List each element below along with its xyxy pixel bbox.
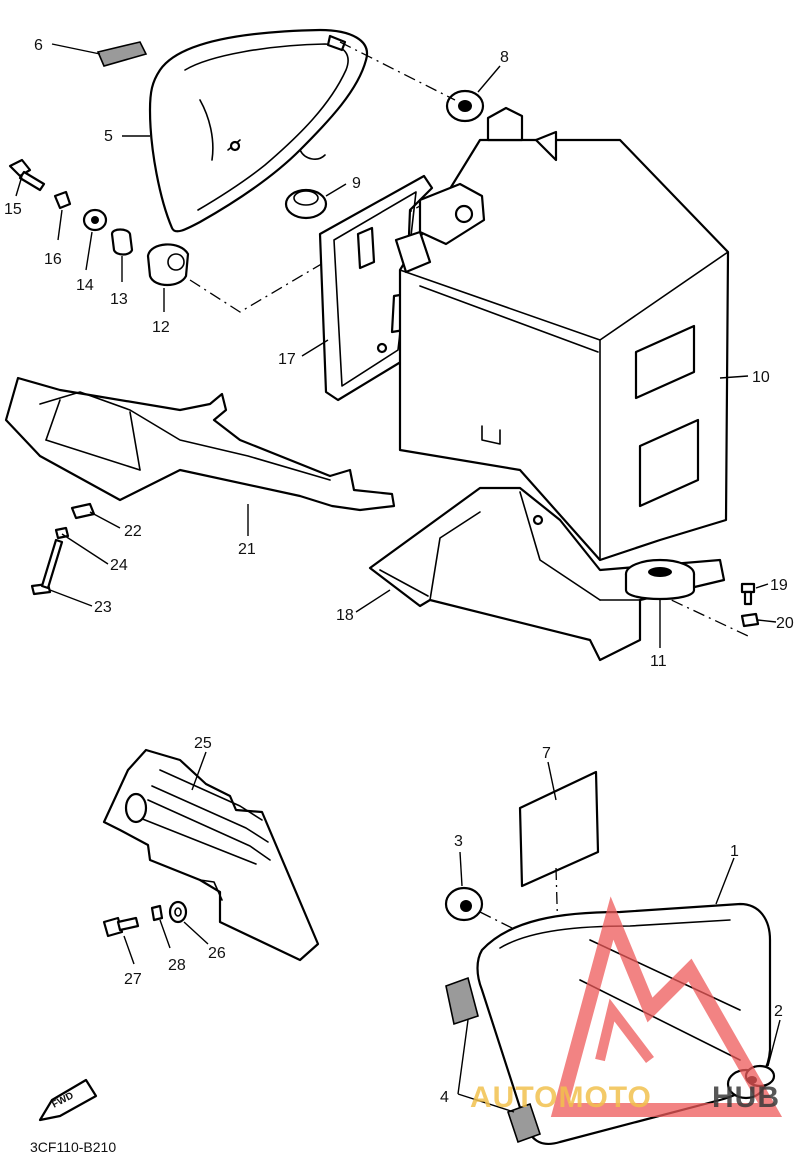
callout-19: 19 <box>770 577 788 594</box>
callout-10: 10 <box>752 369 770 386</box>
callout-17: 17 <box>278 351 296 368</box>
grommet-12 <box>146 243 190 287</box>
fwd-arrow: FWD <box>38 1078 98 1122</box>
callout-6: 6 <box>34 37 43 54</box>
callout-27: 27 <box>124 971 142 988</box>
callout-22: 22 <box>124 523 142 540</box>
lower-cover-25 <box>102 748 320 962</box>
callout-7: 7 <box>542 745 551 762</box>
callout-20: 20 <box>776 615 794 632</box>
label-7 <box>518 770 600 888</box>
bolt-23 <box>30 538 64 596</box>
callout-21: 21 <box>238 541 256 558</box>
clip-6 <box>96 41 148 67</box>
screw-27 <box>102 916 140 938</box>
grommet-9 <box>284 188 328 220</box>
side-cover-upper <box>148 28 369 233</box>
pad-4a <box>445 976 479 1026</box>
callout-1: 1 <box>730 843 739 860</box>
callout-labels: 6 5 8 9 10 15 16 14 13 12 17 22 24 23 21… <box>4 37 794 1106</box>
callout-25: 25 <box>194 735 212 752</box>
grommet-3 <box>444 886 484 922</box>
callout-26: 26 <box>208 945 226 962</box>
callout-14: 14 <box>76 277 94 294</box>
watermark-text-left: AUTOMOTO <box>470 1081 652 1114</box>
heat-shield-21 <box>4 376 396 512</box>
screw-19 <box>740 582 756 606</box>
watermark-text-right: HUB <box>712 1081 780 1114</box>
callout-3: 3 <box>454 833 463 850</box>
washer-26 <box>168 900 188 924</box>
collar-13 <box>110 228 134 256</box>
callout-5: 5 <box>104 128 113 145</box>
assembly-line <box>339 41 456 101</box>
callout-16: 16 <box>44 251 62 268</box>
washer-22 <box>70 502 96 520</box>
callout-12: 12 <box>152 319 170 336</box>
nut-20 <box>740 612 760 628</box>
callout-24: 24 <box>110 557 128 574</box>
diagram-code: 3CF110-B210 <box>30 1139 116 1155</box>
callout-2: 2 <box>774 1003 783 1020</box>
callout-28: 28 <box>168 957 186 974</box>
assembly-line <box>479 911 521 933</box>
washer-14 <box>82 208 108 232</box>
callout-4: 4 <box>440 1089 449 1106</box>
grommet-8 <box>445 89 485 123</box>
callout-8: 8 <box>500 49 509 66</box>
nut-16 <box>53 190 72 210</box>
callout-13: 13 <box>110 291 128 308</box>
leader-lines <box>15 43 781 1113</box>
assembly-line <box>189 199 431 313</box>
callout-23: 23 <box>94 599 112 616</box>
callout-18: 18 <box>336 607 354 624</box>
pad-4b <box>506 1102 542 1144</box>
watermark-logo: AUTOMOTO HUB <box>470 896 783 1117</box>
callout-15: 15 <box>4 201 22 218</box>
grommet-11 <box>624 558 696 601</box>
battery-box-10 <box>394 106 730 562</box>
callout-11: 11 <box>650 653 667 670</box>
bolt-15 <box>8 158 46 192</box>
washer-28 <box>150 904 164 922</box>
callout-9: 9 <box>352 175 361 192</box>
